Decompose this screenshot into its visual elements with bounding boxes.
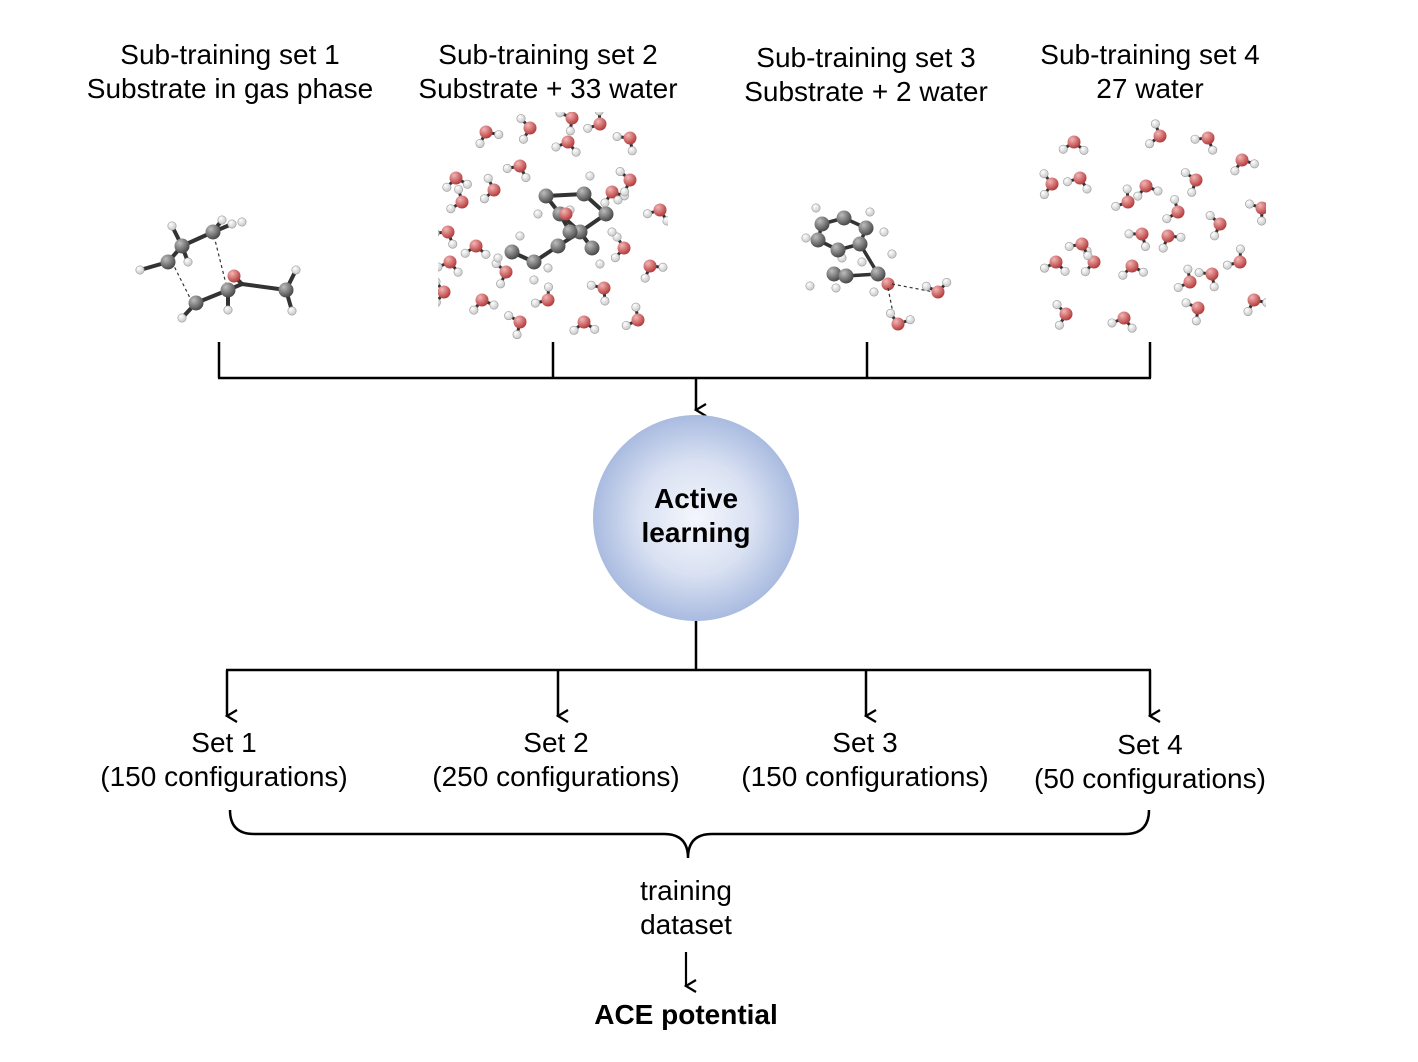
molecule-image-4	[1039, 119, 1266, 333]
training-line1: training	[640, 875, 732, 906]
active-learning-line2: learning	[641, 517, 751, 548]
molecule-image-2	[438, 112, 668, 340]
output-subtitle: (150 configurations)	[100, 761, 348, 792]
training-line2: dataset	[640, 909, 732, 940]
input-subtitle: Substrate in gas phase	[86, 73, 374, 104]
molecule-image-1	[135, 215, 301, 323]
output-subtitle: (150 configurations)	[741, 761, 989, 792]
active-learning-node	[593, 415, 799, 621]
input-title: Sub-training set 3	[756, 42, 976, 73]
ace-potential-label: ACE potential	[594, 999, 778, 1030]
output-caption-2: Set 2 (250 configurations)	[406, 726, 706, 794]
input-title: Sub-training set 1	[120, 39, 340, 70]
input-caption-3: Sub-training set 3 Substrate + 2 water	[716, 41, 1016, 109]
output-subtitle: (250 configurations)	[432, 761, 680, 792]
output-caption-3: Set 3 (150 configurations)	[715, 726, 1015, 794]
input-subtitle: Substrate + 2 water	[744, 76, 988, 107]
active-learning-label: Active learning	[596, 482, 796, 550]
output-title: Set 2	[523, 727, 589, 758]
input-caption-2: Sub-training set 2 Substrate + 33 water	[398, 38, 698, 106]
input-caption-4: Sub-training set 4 27 water	[1010, 38, 1290, 106]
output-title: Set 1	[191, 727, 257, 758]
input-subtitle: Substrate + 33 water	[418, 73, 678, 104]
input-caption-1: Sub-training set 1 Substrate in gas phas…	[60, 38, 400, 106]
input-subtitle: 27 water	[1096, 73, 1204, 104]
output-title: Set 3	[832, 727, 898, 758]
input-title: Sub-training set 2	[438, 39, 658, 70]
output-caption-4: Set 4 (50 configurations)	[1000, 728, 1300, 796]
merge-brace	[228, 809, 1151, 859]
output-subtitle: (50 configurations)	[1034, 763, 1266, 794]
input-connector	[217, 342, 1152, 410]
active-learning-line1: Active	[653, 483, 739, 514]
training-dataset-label: training dataset	[536, 874, 836, 942]
input-title: Sub-training set 4	[1040, 39, 1260, 70]
output-caption-1: Set 1 (150 configurations)	[74, 726, 374, 794]
molecule-image-3	[801, 203, 952, 331]
output-title: Set 4	[1117, 729, 1183, 760]
output-connector	[226, 621, 1151, 716]
